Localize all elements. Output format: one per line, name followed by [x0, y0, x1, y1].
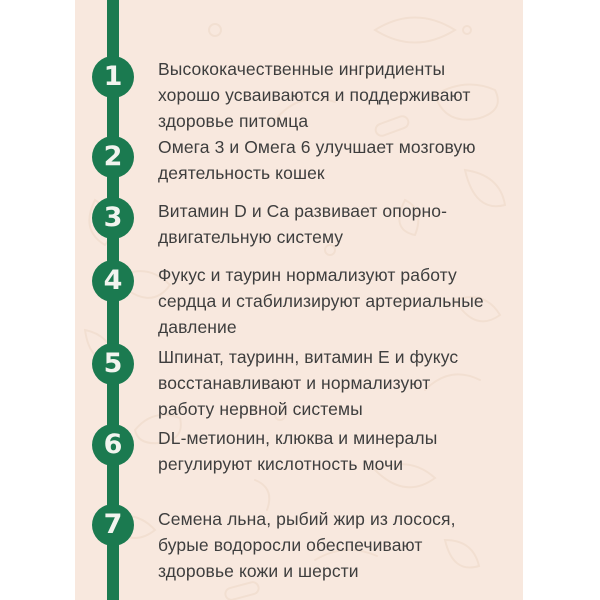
step-badge-2: 2 — [92, 136, 134, 178]
step-badge-4: 4 — [92, 260, 134, 302]
step-text-3: Витамин D и Ca развивает опорно- двигате… — [158, 201, 448, 247]
step-text-1: Высококачественные ингридиенты хорошо ус… — [158, 59, 471, 131]
step-text-6: DL-метионин, клюква и минералы регулирую… — [158, 428, 438, 474]
step-number-6: 6 — [103, 428, 123, 460]
step-badge-5: 5 — [92, 343, 134, 385]
step-badge-6: 6 — [92, 424, 134, 466]
step-badge-1: 1 — [92, 56, 134, 98]
step-text-7: Семена льна, рыбий жир из лосося, бурые … — [158, 509, 456, 581]
step-number-4: 4 — [103, 264, 123, 296]
step-number-1: 1 — [103, 60, 123, 92]
content-panel: 1 Высококачественные ингридиенты хорошо … — [75, 0, 523, 600]
step-text-5: Шпинат, тауринн, витамин Е и фукус восст… — [158, 347, 459, 419]
step-number-3: 3 — [103, 201, 123, 233]
step-number-5: 5 — [103, 347, 123, 379]
step-badge-3: 3 — [92, 197, 134, 239]
step-text-4: Фукус и таурин нормализуют работу сердца… — [158, 265, 484, 337]
step-badge-7: 7 — [92, 504, 134, 546]
step-number-7: 7 — [103, 508, 123, 540]
step-text-2: Омега 3 и Омега 6 улучшает мозговую деят… — [158, 137, 476, 183]
step-number-2: 2 — [103, 140, 123, 172]
food-doodle-pattern — [83, 16, 507, 600]
